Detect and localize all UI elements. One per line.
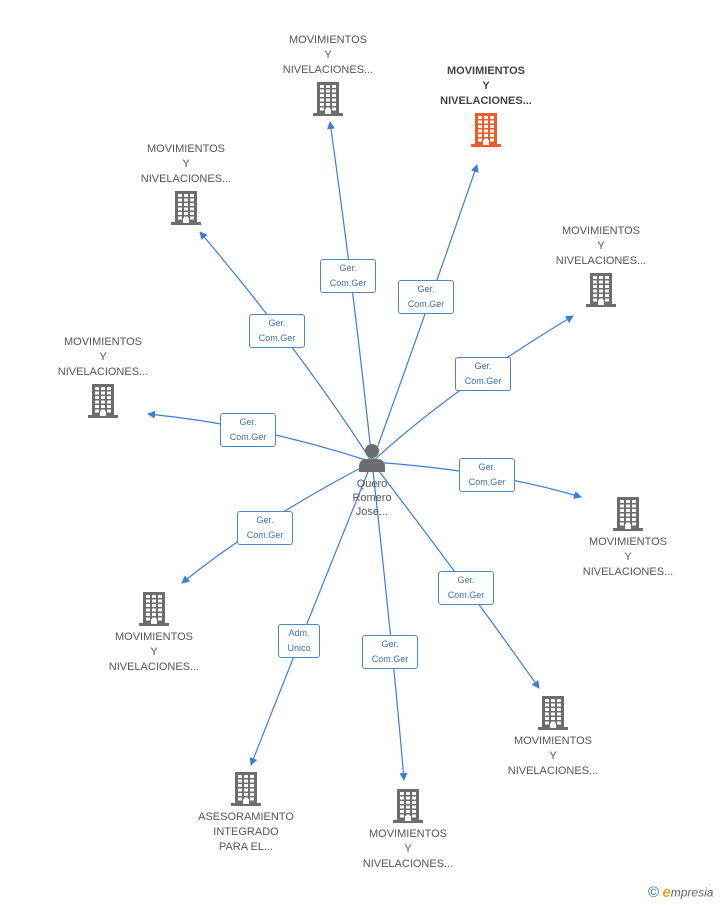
- role-badge[interactable]: Ger. Com.Ger: [320, 259, 376, 293]
- role-badge[interactable]: Ger. Com.Ger: [455, 357, 511, 391]
- role-badge[interactable]: Ger. Com.Ger: [438, 571, 494, 605]
- brand-initial: e: [662, 884, 671, 901]
- company-name-line: NIVELACIONES...: [555, 255, 647, 267]
- company-node[interactable]: MOVIMIENTOS Y NIVELACIONES...: [536, 224, 666, 307]
- person-icon: [359, 444, 385, 472]
- role-text: Ger.: [268, 318, 286, 328]
- company-name-line: NIVELACIONES...: [140, 173, 232, 185]
- role-text: Com.Ger: [464, 376, 502, 386]
- role-text: Ger.: [256, 515, 274, 525]
- company-name-line: ASESORAMIENTO: [198, 811, 294, 823]
- company-name-line: Y: [624, 551, 632, 563]
- role-text: Ger.: [478, 462, 496, 472]
- role-badge[interactable]: Ger. Com.Ger: [249, 314, 305, 348]
- company-name-line: NIVELACIONES...: [582, 566, 674, 578]
- relation-edge: [199, 231, 373, 463]
- building-icon: [538, 696, 568, 730]
- company-name-line: Y: [324, 49, 332, 61]
- company-name-line: MOVIMIENTOS: [513, 735, 593, 747]
- company-name-line: MOVIMIENTOS: [561, 225, 641, 237]
- person-name-line: Jose...: [355, 506, 389, 518]
- relation-edge: [327, 121, 373, 463]
- company-node[interactable]: MOVIMIENTOS Y NIVELACIONES...: [421, 64, 551, 147]
- brand-watermark: © empresia: [648, 884, 713, 902]
- person-name-line: Quero: [356, 478, 388, 490]
- company-name-line: Y: [404, 843, 412, 855]
- relation-edge: [371, 164, 479, 463]
- role-badge[interactable]: Ger. Com.Ger: [398, 280, 454, 314]
- role-text: Com.Ger: [371, 654, 409, 664]
- company-name-line: NIVELACIONES...: [362, 858, 454, 870]
- role-text: Com.Ger: [329, 278, 367, 288]
- brand-name: mpresia: [670, 885, 714, 900]
- role-text: Ger.: [339, 263, 357, 273]
- company-node[interactable]: MOVIMIENTOS Y NIVELACIONES...: [38, 335, 168, 418]
- company-node[interactable]: MOVIMIENTOS Y NIVELACIONES...: [343, 789, 473, 872]
- person-node[interactable]: Quero Romero Jose...: [332, 442, 412, 519]
- role-badge[interactable]: Ger. Com.Ger: [220, 413, 276, 447]
- company-name-line: NIVELACIONES...: [440, 95, 532, 107]
- company-name-line: MOVIMIENTOS: [368, 828, 448, 840]
- company-node[interactable]: MOVIMIENTOS Y NIVELACIONES...: [563, 497, 693, 580]
- company-name-line: Y: [182, 158, 190, 170]
- company-node[interactable]: MOVIMIENTOS Y NIVELACIONES...: [263, 33, 393, 116]
- company-name-line: MOVIMIENTOS: [63, 336, 143, 348]
- company-name-line: NIVELACIONES...: [282, 64, 374, 76]
- building-icon: [171, 191, 201, 225]
- company-node[interactable]: MOVIMIENTOS Y NIVELACIONES...: [488, 696, 618, 779]
- person-name-line: Romero: [352, 492, 392, 504]
- building-icon: [471, 113, 501, 147]
- role-text: Adm.: [288, 628, 310, 638]
- company-name-line: INTEGRADO: [213, 826, 279, 838]
- company-name-line: Y: [482, 80, 490, 92]
- company-name-line: NIVELACIONES...: [57, 366, 149, 378]
- company-node[interactable]: MOVIMIENTOS Y NIVELACIONES...: [89, 592, 219, 675]
- role-text: Com.Ger: [229, 432, 267, 442]
- role-text: Com.Ger: [258, 333, 296, 343]
- role-text: Com.Ger: [246, 530, 284, 540]
- role-text: Com.Ger: [407, 299, 445, 309]
- building-icon: [586, 273, 616, 307]
- building-icon: [613, 497, 643, 531]
- role-text: Ger.: [381, 639, 399, 649]
- company-name-line: Y: [99, 351, 107, 363]
- building-icon: [231, 772, 261, 806]
- role-text: Ger.: [239, 417, 257, 427]
- building-icon: [88, 384, 118, 418]
- company-name-line: NIVELACIONES...: [108, 661, 200, 673]
- building-icon: [313, 82, 343, 116]
- role-text: Ger.: [417, 284, 435, 294]
- company-name-line: Y: [597, 240, 605, 252]
- company-name-line: MOVIMIENTOS: [114, 631, 194, 643]
- copyright-icon: ©: [648, 884, 660, 901]
- company-name-line: MOVIMIENTOS: [588, 536, 668, 548]
- role-badge[interactable]: Ger. Com.Ger: [237, 511, 293, 545]
- company-name-line: Y: [549, 750, 557, 762]
- role-text: Com.Ger: [468, 477, 506, 487]
- role-text: Com.Ger: [447, 590, 485, 600]
- company-name-line: NIVELACIONES...: [507, 765, 599, 777]
- company-name-line: MOVIMIENTOS: [446, 65, 526, 77]
- role-badge[interactable]: Adm. Unico: [278, 624, 320, 658]
- company-node[interactable]: ASESORAMIENTO INTEGRADO PARA EL...: [181, 772, 311, 855]
- company-name-line: MOVIMIENTOS: [288, 34, 368, 46]
- role-badge[interactable]: Ger. Com.Ger: [362, 635, 418, 669]
- company-name-line: MOVIMIENTOS: [146, 143, 226, 155]
- building-icon: [139, 592, 169, 626]
- role-text: Ger.: [474, 361, 492, 371]
- company-name-line: Y: [150, 646, 158, 658]
- company-name-line: PARA EL...: [218, 841, 274, 853]
- role-text: Ger.: [457, 575, 475, 585]
- role-text: Unico: [287, 643, 311, 653]
- company-node[interactable]: MOVIMIENTOS Y NIVELACIONES...: [121, 142, 251, 225]
- role-badge[interactable]: Ger. Com.Ger: [459, 458, 515, 492]
- building-icon: [393, 789, 423, 823]
